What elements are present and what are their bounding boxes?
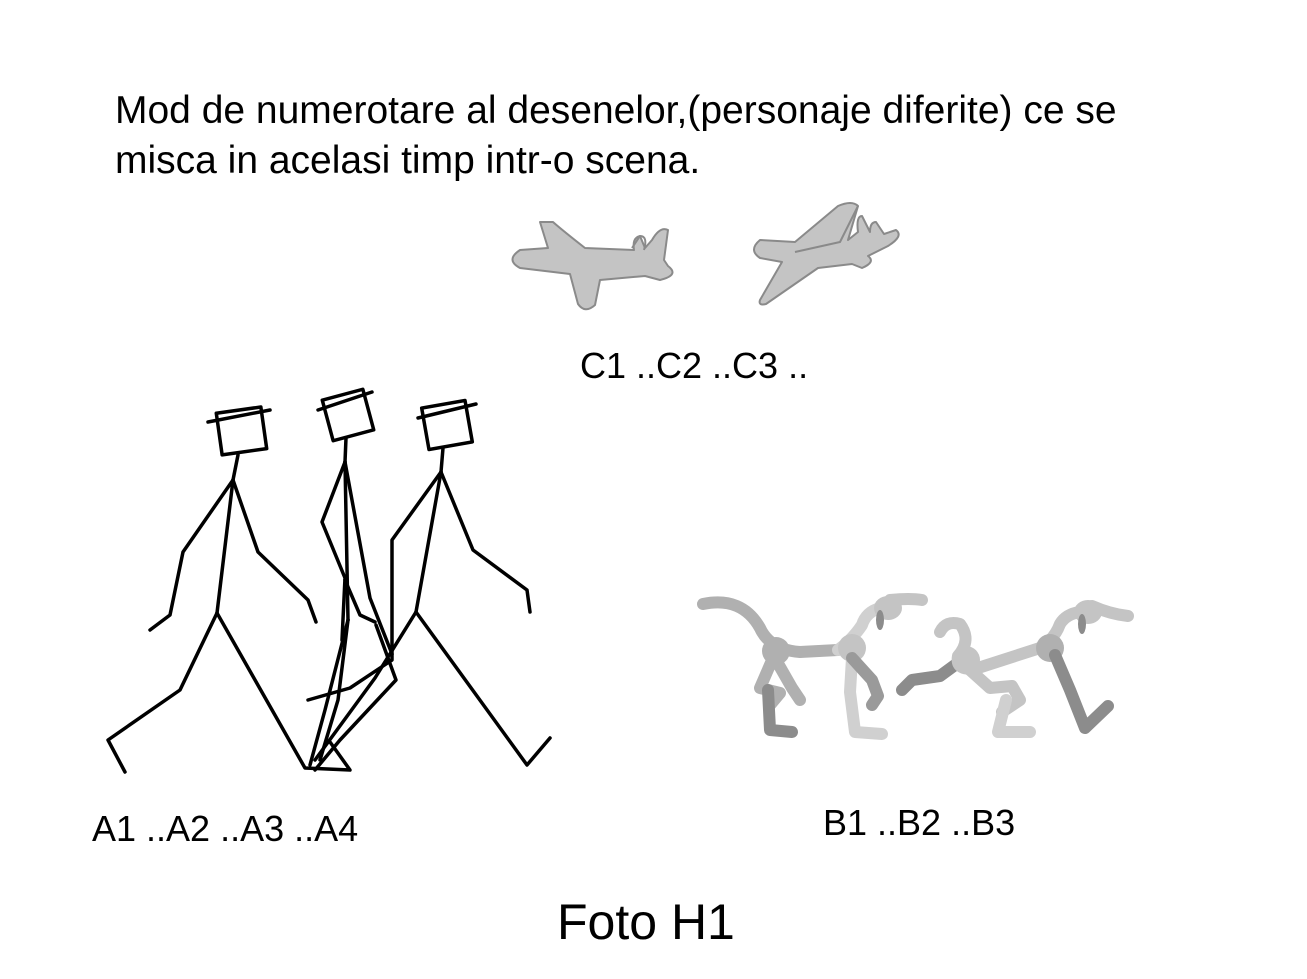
- walker-a4: [313, 578, 398, 772]
- intro-text: Mod de numerotare al desenelor,(personaj…: [115, 86, 1235, 186]
- label-planes: C1 ..C2 ..C3 ..: [580, 345, 809, 386]
- dog-b3: [934, 600, 1134, 738]
- intro-line-1: Mod de numerotare al desenelor,(personaj…: [115, 89, 1117, 132]
- walker-a1: [106, 405, 352, 774]
- label-walkers: A1 ..A2 ..A3 ..A4: [92, 808, 359, 849]
- plane-c2: [753, 202, 900, 306]
- intro-line-2: misca in acelasi timp intr-o scena.: [115, 139, 701, 182]
- walker-a2: [308, 387, 394, 767]
- walker-a3: [306, 398, 552, 767]
- figure-caption: Foto H1: [557, 894, 735, 950]
- plane-c1: [511, 221, 674, 311]
- dog-b1: [697, 596, 844, 738]
- dog-b2: [832, 593, 961, 740]
- label-dogs: B1 ..B2 ..B3: [823, 802, 1016, 843]
